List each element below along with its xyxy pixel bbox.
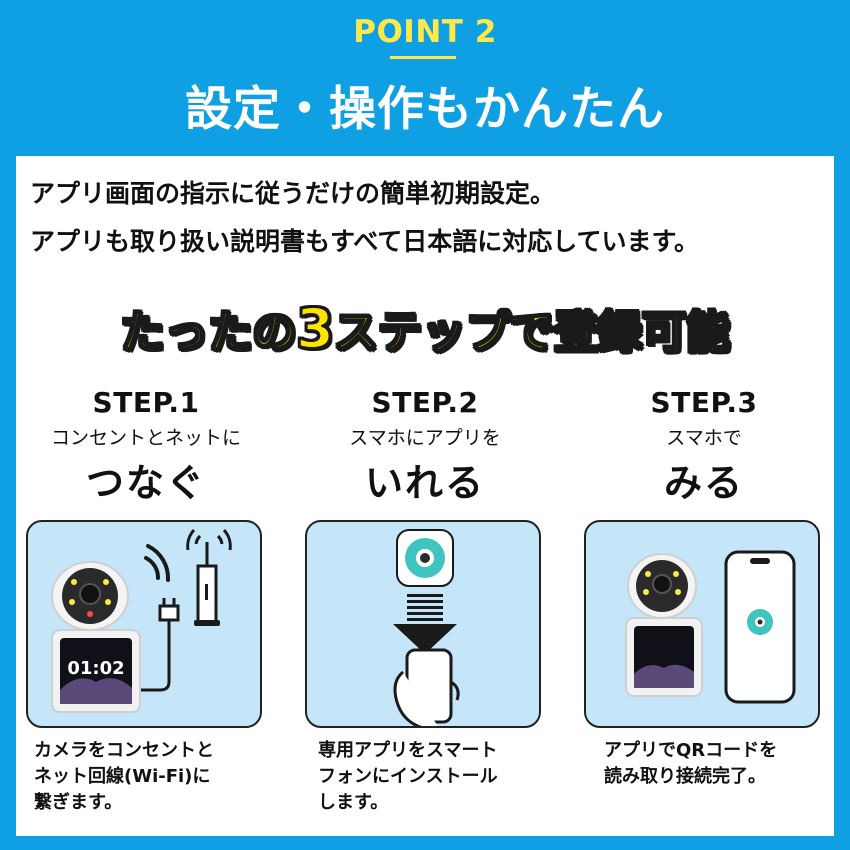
step-1-desc-line: 繋ぎます。 [34,792,123,813]
camera-device-icon [51,561,141,713]
steps-title-after: ステップで登録可能 [333,306,731,359]
step-1-desc-line: カメラをコンセントと [34,740,214,761]
step-3-label: STEP.3 [650,386,758,419]
step-3-verb: みる [663,461,744,505]
step-3-desc-line: アプリでQRコードを [604,740,778,761]
step-1-heading: STEP.1 コンセントとネットに つなぐ [16,386,276,507]
camera-device-icon [625,553,703,697]
step-3-heading: STEP.3 スマホで みる [574,386,834,507]
step-3-desc-line: 読み取り接続完了。 [604,766,766,787]
intro-line-2: アプリも取り扱い説明書もすべて日本語に対応しています。 [30,227,700,256]
steps-title-before: たったの [119,306,297,359]
step-2-heading: STEP.2 スマホにアプリを いれる [295,386,555,507]
camera-screen-time: 01:02 [67,658,124,679]
router-icon [186,528,232,626]
steps-title: たったの3ステップで登録可能 [16,296,834,361]
step-1-label: STEP.1 [92,386,200,419]
wifi-signal-icon [144,544,171,582]
step-2-label: STEP.2 [371,386,479,419]
smartphone-icon [724,550,796,704]
download-arrow-icon [393,594,457,654]
step-3-description: アプリでQRコードを 読み取り接続完了。 [604,738,844,790]
step-2-desc-line: フォンにインストール [318,766,498,787]
power-plug-icon [140,598,180,692]
steps-title-number: 3 [295,296,335,361]
step-2-verb: いれる [364,461,485,505]
step-2-description: 専用アプリをスマート フォンにインストール します。 [318,738,558,816]
step-2-illustration [305,520,541,728]
intro-line-1: アプリ画面の指示に従うだけの簡単初期設定。 [30,179,556,208]
step-2-desc-line: 専用アプリをスマート [318,740,498,761]
app-icon [396,529,454,587]
step-3-subtitle: スマホで [666,427,742,449]
step-1-subtitle: コンセントとネットに [50,427,241,449]
step-2-subtitle: スマホにアプリを [349,427,501,449]
content-panel: アプリ画面の指示に従うだけの簡単初期設定。 アプリも取り扱い説明書もすべて日本語… [16,156,834,836]
step-1-verb: つなぐ [85,461,206,505]
step-1-illustration: 01:02 [26,520,262,728]
page-headline: 設定・操作もかんたん [185,82,665,137]
point-underline [390,56,456,59]
hand-smartphone-icon [393,648,460,726]
step-3-illustration [584,520,820,728]
step-1-desc-line: ネット回線(Wi-Fi)に [34,766,211,787]
step-1-description: カメラをコンセントと ネット回線(Wi-Fi)に 繋ぎます。 [34,738,274,816]
step-2-desc-line: します。 [318,792,389,813]
point-label: POINT 2 [353,14,497,50]
